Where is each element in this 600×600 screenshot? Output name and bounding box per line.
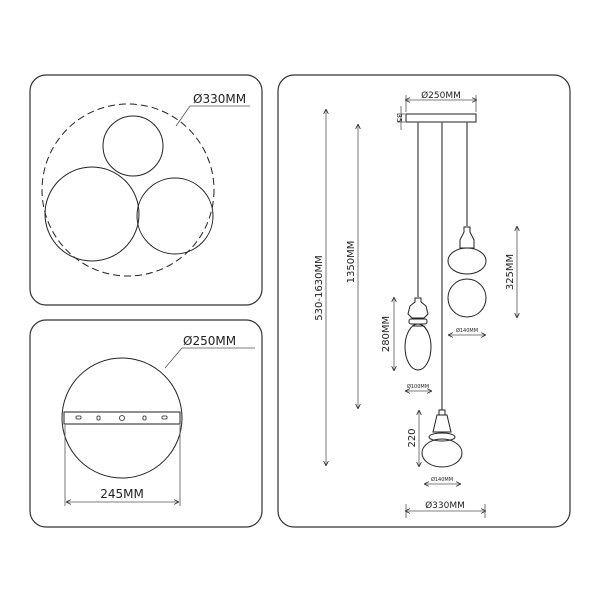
left-pendant-diameter-dim: Ø100MM bbox=[407, 383, 429, 390]
pendant-middle bbox=[421, 409, 463, 468]
canopy-view: Ø250MM 245MM bbox=[61, 334, 255, 506]
overall-dashed-circle bbox=[41, 103, 215, 277]
side-view-panel bbox=[277, 74, 571, 528]
shade-right bbox=[136, 177, 214, 255]
middle-pendant-diameter-dim: Ø140MM bbox=[431, 476, 453, 483]
pendant-left bbox=[404, 297, 432, 371]
canopy-height-dim: 35 bbox=[395, 114, 403, 123]
right-pendant-height-dim: 325MM bbox=[505, 254, 516, 290]
pendant-right bbox=[447, 226, 487, 318]
canopy-view-panel bbox=[29, 319, 263, 528]
canopy-circle bbox=[61, 357, 183, 479]
right-pendant-diameter-dim: Ø140MM bbox=[456, 327, 478, 334]
ceiling-canopy bbox=[405, 113, 477, 123]
top-diameter-label: Ø330MM bbox=[193, 92, 246, 106]
middle-pendant-height-dim: 220 bbox=[407, 428, 418, 447]
overall-diameter-dim: Ø330MM bbox=[425, 500, 465, 511]
shade-top bbox=[102, 115, 164, 177]
canopy-diameter-dim: Ø250MM bbox=[421, 90, 461, 101]
left-pendant-height-dim: 280MM bbox=[381, 316, 392, 352]
top-view: Ø330MM bbox=[41, 92, 250, 277]
mounting-bar bbox=[63, 411, 181, 425]
max-drop-dim: 1350MM bbox=[346, 241, 357, 284]
side-view: Ø250MM 35 530-1630MM 13 bbox=[314, 90, 517, 518]
canopy-width-label: 245MM bbox=[100, 487, 144, 501]
total-height-dim: 530-1630MM bbox=[314, 255, 325, 320]
top-view-panel bbox=[29, 74, 263, 306]
shade-left bbox=[44, 166, 140, 262]
canopy-diameter-label: Ø250MM bbox=[183, 334, 236, 348]
